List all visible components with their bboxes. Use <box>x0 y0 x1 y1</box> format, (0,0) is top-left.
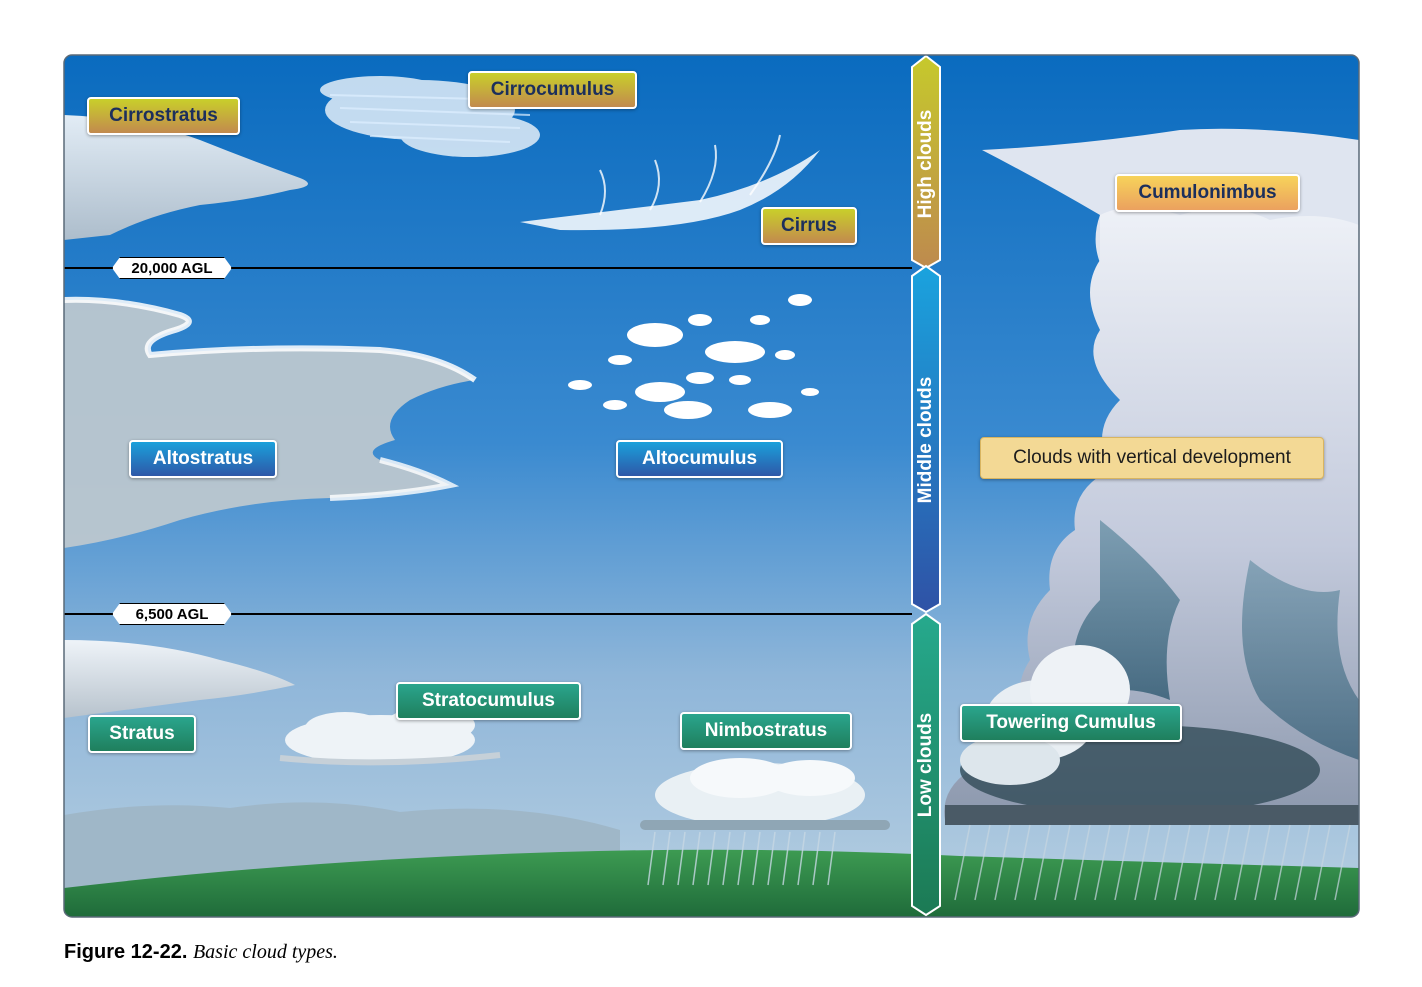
label-altostratus: Altostratus <box>129 440 277 478</box>
band-high-label: High clouds <box>915 109 936 219</box>
label-towering-cumulus: Towering Cumulus <box>960 704 1182 742</box>
label-stratus: Stratus <box>88 715 196 753</box>
band-low <box>911 612 941 917</box>
label-vertical-development: Clouds with vertical development <box>980 437 1324 479</box>
label-stratocumulus: Stratocumulus <box>396 682 581 720</box>
band-low-label: Low clouds <box>915 712 936 818</box>
label-nimbostratus: Nimbostratus <box>680 712 852 750</box>
label-cirrus: Cirrus <box>761 207 857 245</box>
band-middle <box>911 264 941 614</box>
caption-number: Figure 12-22. <box>64 941 188 963</box>
caption-text: Basic cloud types. <box>192 941 338 963</box>
band-high <box>911 55 941 270</box>
altitude-marker-lower: 6,500 AGL <box>112 603 232 625</box>
altitude-marker-upper: 20,000 AGL <box>112 257 232 279</box>
band-middle-label: Middle clouds <box>915 376 936 504</box>
label-cirrostratus: Cirrostratus <box>87 97 240 135</box>
label-cirrocumulus: Cirrocumulus <box>468 71 637 109</box>
figure-caption: Figure 12-22. Basic cloud types. <box>64 941 338 964</box>
label-altocumulus: Altocumulus <box>616 440 783 478</box>
label-cumulonimbus: Cumulonimbus <box>1115 174 1300 212</box>
